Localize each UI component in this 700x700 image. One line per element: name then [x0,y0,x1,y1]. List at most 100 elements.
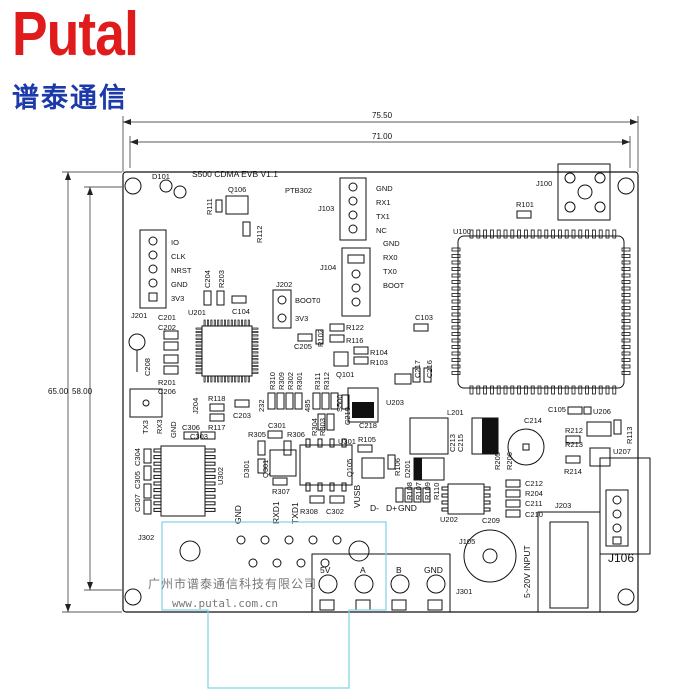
u302-pad [204,494,216,499]
j302-pin-rxd1: RXD1 [271,501,281,524]
u100-module [451,229,631,395]
u100-pad [578,229,583,239]
u201-pad [203,375,206,383]
u100-pad [621,286,631,291]
r303-label: R303 [318,418,327,436]
u202-pad [483,486,491,491]
u100-pad [524,229,528,239]
u201-pad [241,319,243,327]
u100-pad [451,254,461,258]
u100-pad [483,385,488,395]
u201-pad [207,375,209,383]
buzzer [463,529,517,583]
u202-chip [441,483,491,515]
u302-pad [153,468,162,473]
u301-pad [305,482,311,492]
r122-label: R122 [346,323,364,332]
sel-485: 485 [303,399,312,412]
u100-pad [451,345,461,349]
right-small-parts [505,406,622,518]
u100-pad [530,385,535,395]
u100-pad [598,229,603,239]
j103-header [339,177,367,241]
u100-pad [489,229,494,239]
dimension-arrows [65,119,638,612]
u201-pad [251,365,259,367]
j201-label: J201 [131,311,147,320]
u100-pad [621,273,631,278]
u201-pad [217,319,220,327]
sel-232: 232 [257,399,266,412]
u302-label: U302 [216,467,225,485]
u100-pad [621,260,631,265]
j105-label: J105 [459,537,475,546]
j100-connector [557,163,611,221]
u301-label: U301 [338,437,356,446]
u302-pad [204,461,216,466]
u100-pad [564,385,569,395]
u201-pad [195,361,203,364]
d101-label: D101 [152,172,170,181]
u202-pad [483,500,491,505]
q105-group [357,444,396,479]
q106-label: Q106 [228,185,246,194]
u202-pad [441,493,449,498]
u100-pad [585,229,589,239]
u100-pad [621,338,631,343]
u201-pad [251,371,259,374]
j204-hole [142,399,150,407]
j104-pin-4: BOOT [383,281,405,290]
l201 [409,417,449,455]
j103-pin-2: RX1 [376,198,391,207]
j203-label: J203 [555,501,571,510]
u302-pad [204,501,216,506]
c204 [203,290,212,306]
j103-pin-3: TX1 [376,212,390,221]
c301-label: C301 [268,421,286,430]
r204-label: R204 [525,489,543,498]
u302-pad [153,474,162,479]
c214 [507,428,545,466]
u100-pad [503,385,508,395]
j104-header [341,247,371,317]
u100-pad [621,293,631,297]
u201-pad [195,365,203,367]
c219-label: C219 [343,407,352,425]
u100-pad [451,293,461,297]
u100-pad [489,385,494,395]
u201-pad [251,334,259,337]
u100-pad [621,332,631,336]
j204-label: J204 [191,398,200,414]
u201-pad [210,319,213,327]
u100-pad [598,385,603,395]
u202-pad [483,507,491,512]
u100-pad [621,247,631,252]
j104-pin-3: TX0 [383,267,397,276]
u302-pad [153,507,162,512]
u100-pad [621,351,631,356]
select-resistor-array [267,392,339,431]
r112 [242,221,251,237]
u100-pad [451,312,461,317]
u100-pad [621,267,631,271]
u302-pad [153,494,162,499]
c105-label: C105 [548,405,566,414]
r203-label: R203 [217,270,226,288]
r117-label: R117 [208,423,225,432]
u100-pad [451,358,461,362]
c202-label: C202 [158,323,176,332]
u201-pad [203,319,206,327]
c306 [183,431,199,440]
r105-label: R105 [358,435,376,444]
j203-power-jack [537,511,601,613]
u302-pad [153,488,162,493]
r112-label: R112 [255,226,264,243]
j103-pin-4: NC [376,226,387,235]
j302-label: J302 [138,533,154,542]
u100-pad [483,229,488,239]
r101 [516,210,532,219]
u201-pad [195,358,203,361]
u202-pad [441,486,449,491]
c210-label: C210 [525,510,543,519]
u201-pad [195,368,203,371]
